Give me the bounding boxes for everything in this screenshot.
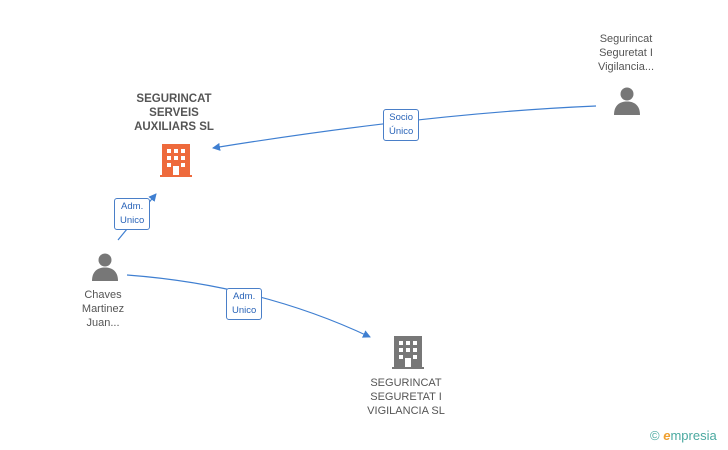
- main-company-name-line-2: SERVEIS: [149, 107, 199, 119]
- building-icon[interactable]: [160, 142, 192, 178]
- other-company-name-line-3: VIGILANCIA SL: [367, 405, 445, 417]
- empresia-watermark: © empresia: [650, 428, 717, 443]
- edge-label-line-2: Único: [389, 126, 414, 137]
- main-company-name[interactable]: SEGURINCAT SERVEIS AUXILIARS SL: [114, 92, 234, 134]
- edge-label-line-1: Adm.: [233, 291, 256, 302]
- building-icon[interactable]: [392, 334, 424, 370]
- edge-label-line-1: Adm.: [121, 201, 144, 212]
- sole-partner-name-line-3: Vigilancia...: [597, 61, 655, 73]
- sole-partner-name-line-1: Segurincat: [599, 33, 653, 45]
- main-company-name-line-1: SEGURINCAT: [136, 93, 212, 105]
- edge-label-adm-unico-main[interactable]: Adm. Unico: [114, 198, 151, 230]
- brand-name: mpresia: [670, 428, 717, 443]
- administrator-name-line-3: Juan...: [86, 317, 120, 329]
- other-company-name[interactable]: SEGURINCAT SEGURETAT I VIGILANCIA SL: [350, 376, 462, 418]
- sole-partner-name-line-2: Seguretat I: [599, 47, 653, 59]
- sole-partner-name[interactable]: Segurincat Seguretat I Vigilancia...: [576, 32, 676, 74]
- edge-label-socio-unico[interactable]: Socio Único: [383, 109, 420, 141]
- edge-label-line-1: Socio: [389, 112, 414, 123]
- person-icon[interactable]: [90, 252, 120, 282]
- copyright-symbol: ©: [650, 428, 660, 443]
- administrator-name-line-1: Chaves: [84, 289, 122, 301]
- administrator-name[interactable]: Chaves Martinez Juan...: [63, 288, 143, 330]
- administrator-name-line-2: Martinez: [81, 303, 125, 315]
- edge-label-line-2: Unico: [120, 215, 145, 226]
- main-company-name-line-3: AUXILIARS SL: [134, 121, 214, 133]
- other-company-name-line-1: SEGURINCAT: [370, 377, 442, 389]
- edge-label-adm-unico-other[interactable]: Adm. Unico: [226, 288, 263, 320]
- other-company-name-line-2: SEGURETAT I: [370, 391, 442, 403]
- person-icon[interactable]: [612, 86, 642, 116]
- brand-initial: e: [663, 428, 671, 443]
- edge-label-line-2: Unico: [232, 305, 257, 316]
